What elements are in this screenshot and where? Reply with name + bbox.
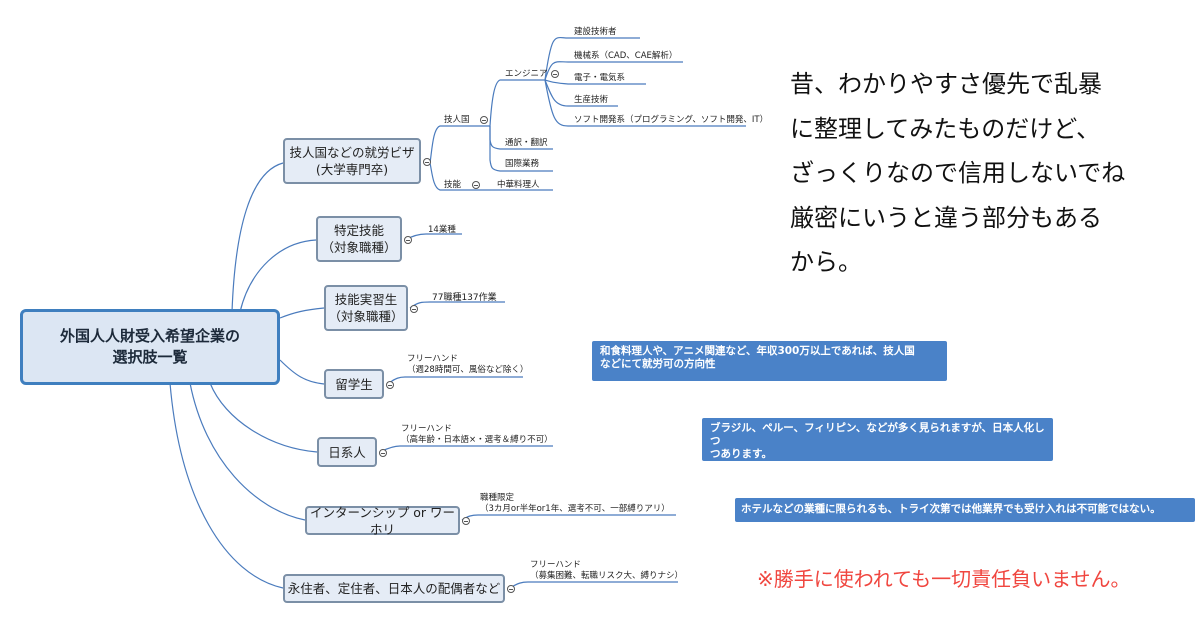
nikkei-detail[interactable]: フリーハンド （高年齢・日本語×・選考＆縛り不可） xyxy=(401,424,553,445)
collapse-toggle-icon[interactable] xyxy=(551,70,559,78)
branch-nikkei[interactable]: 日系人 xyxy=(317,437,377,467)
gino-label[interactable]: 技能 xyxy=(444,180,462,190)
tokutei-detail[interactable]: 14業種 xyxy=(428,225,456,235)
connector-tokutei xyxy=(239,239,317,313)
ryugaku-detail[interactable]: フリーハンド （週28時間可、風俗など除く） xyxy=(407,354,529,375)
chef-label[interactable]: 中華料理人 xyxy=(497,180,540,190)
branch-gijinkoku[interactable]: 技人国などの就労ビザ (大学専門卒) xyxy=(283,138,421,184)
collapse-toggle-icon[interactable] xyxy=(404,236,412,244)
engineer-label[interactable]: エンジニア xyxy=(505,69,548,79)
branch-tokutei[interactable]: 特定技能 （対象職種） xyxy=(316,216,402,262)
engineer-item[interactable]: 機械系（CAD、CAE解析） xyxy=(574,51,678,61)
branch-intern[interactable]: インターンシップ or ワーホリ xyxy=(305,505,460,537)
engineer-item[interactable]: 生産技術 xyxy=(574,95,609,105)
connector-eiju xyxy=(169,382,284,589)
translation-label[interactable]: 通訳・翻訳 xyxy=(505,138,548,148)
engineer-item[interactable]: 建設技術者 xyxy=(574,27,617,37)
connector-intern xyxy=(189,382,306,521)
collapse-toggle-icon[interactable] xyxy=(480,116,488,124)
international-label[interactable]: 国際業務 xyxy=(505,159,540,169)
collapse-toggle-icon[interactable] xyxy=(410,305,418,313)
root-node[interactable]: 外国人人財受入希望企業の 選択肢一覧 xyxy=(20,309,280,385)
collapse-toggle-icon[interactable] xyxy=(462,517,470,525)
engineer-item[interactable]: ソフト開発系（プログラミング、ソフト開発、IT） xyxy=(574,115,769,125)
collapse-toggle-icon[interactable] xyxy=(472,181,480,189)
intern-detail[interactable]: 職種限定 （3カ月or半年or1年、選考不可、一部縛りアリ） xyxy=(480,493,670,514)
comment-text: 昔、わかりやすさ優先で乱暴 に整理してみたものだけど、 ざっくりなので信用しない… xyxy=(790,70,1126,276)
branch-jisshu[interactable]: 技能実習生 （対象職種） xyxy=(324,285,408,331)
branch-ryugaku[interactable]: 留学生 xyxy=(324,369,384,399)
connector-ryugaku xyxy=(279,359,325,385)
connector-gijinkoku xyxy=(231,162,284,313)
disclaimer-text: ※勝手に使われても一切責任負いません。 xyxy=(757,567,1131,591)
collapse-toggle-icon[interactable] xyxy=(386,381,394,389)
note-nikkei[interactable]: ブラジル、ペルー、フィリピン、などが多く見られますが、日本人化しつ つあります。 xyxy=(702,418,1053,461)
branch-eiju[interactable]: 永住者、定住者、日本人の配偶者など xyxy=(283,574,505,603)
collapse-toggle-icon[interactable] xyxy=(379,449,387,457)
jisshu-detail[interactable]: 77職種137作業 xyxy=(432,293,497,303)
connector-nikkei xyxy=(209,382,318,453)
collapse-toggle-icon[interactable] xyxy=(507,585,515,593)
note-ryugaku[interactable]: 和食料理人や、アニメ関連など、年収300万以上であれば、技人国 などにて就労可の… xyxy=(592,341,947,381)
engineer-item[interactable]: 電子・電気系 xyxy=(574,73,626,83)
eiju-detail[interactable]: フリーハンド （募集困難、転職リスク大、縛りナシ） xyxy=(530,560,684,581)
connector-jisshu xyxy=(279,307,325,319)
note-intern[interactable]: ホテルなどの業種に限られるも、トライ次第では他業界でも受け入れは不可能ではない。 xyxy=(735,498,1195,522)
gijinkoku-label[interactable]: 技人国 xyxy=(444,115,470,125)
collapse-toggle-icon[interactable] xyxy=(423,158,431,166)
